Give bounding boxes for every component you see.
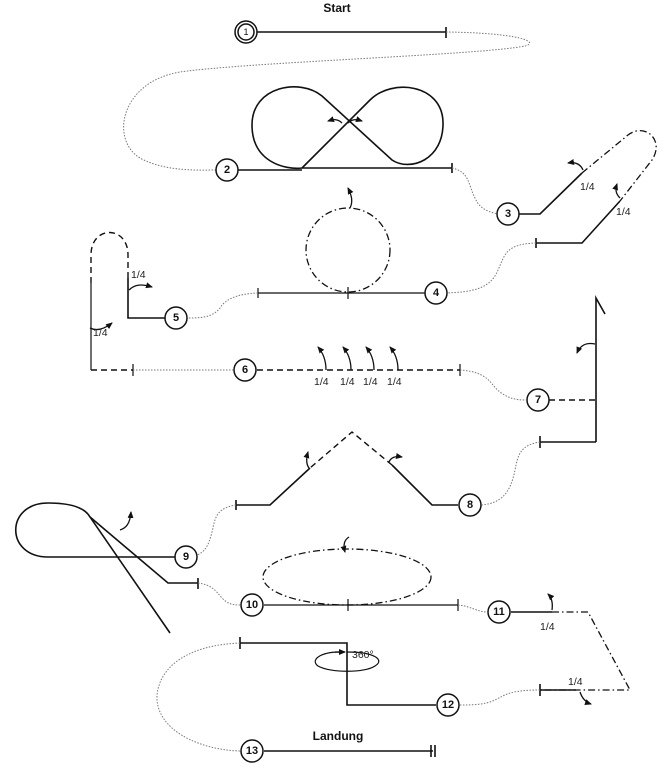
roll-label: 1/4	[340, 376, 355, 388]
figure-number-5: 5	[164, 306, 188, 330]
svg-text:5: 5	[173, 312, 179, 324]
svg-text:11: 11	[493, 606, 505, 618]
svg-text:9: 9	[183, 551, 189, 563]
start-label: Start	[323, 1, 350, 15]
figure-7	[481, 294, 606, 506]
roll-label: 1/4	[314, 376, 329, 388]
figure-13	[264, 745, 436, 757]
figure-1	[123, 27, 531, 171]
figure-number-6: 6	[233, 358, 257, 382]
figure-number-2: 2	[215, 158, 239, 182]
figure-number-10: 10	[240, 593, 264, 617]
figure-number-13: 13	[240, 739, 264, 763]
svg-text:10: 10	[246, 599, 258, 611]
svg-text:8: 8	[467, 499, 473, 511]
roll-label: 1/4	[568, 676, 583, 688]
figure-number-4: 4	[424, 281, 448, 305]
svg-text:13: 13	[246, 745, 258, 757]
roll-label: 1/4	[540, 621, 555, 633]
figure-6: 1/4 1/4 1/4 1/4	[91, 346, 527, 401]
figure-5: 1/4 1/4	[89, 231, 165, 370]
figure-number-9: 9	[174, 545, 198, 569]
figure-number-7: 7	[526, 388, 550, 412]
figure-12: 360°	[156, 637, 436, 752]
figure-number-3: 3	[496, 202, 520, 226]
figure-number-8: 8	[458, 493, 482, 517]
figure-3: 1/4 1/4	[445, 129, 657, 294]
figure-8	[196, 431, 458, 556]
svg-text:3: 3	[505, 208, 511, 220]
svg-text:1: 1	[243, 27, 248, 37]
figure-11: 1/4 1/4	[459, 593, 632, 706]
roll-label: 1/4	[580, 181, 595, 193]
svg-text:7: 7	[535, 394, 541, 406]
svg-text:6: 6	[242, 364, 248, 376]
svg-text:2: 2	[224, 164, 230, 176]
svg-text:4: 4	[433, 287, 440, 299]
svg-text:12: 12	[442, 699, 454, 711]
rotation-label: 360°	[352, 649, 374, 661]
figure-4	[185, 187, 425, 319]
figure-number-1: 1	[234, 20, 258, 44]
roll-label: 1/4	[131, 269, 146, 281]
roll-label: 1/4	[616, 206, 631, 218]
figure-2	[237, 86, 499, 215]
figure-number-12: 12	[436, 693, 460, 717]
roll-label: 1/4	[387, 376, 402, 388]
landing-label: Landung	[313, 729, 364, 743]
roll-label: 1/4	[363, 376, 378, 388]
figure-9	[14, 502, 241, 634]
figure-number-11: 11	[487, 600, 511, 624]
roll-label: 1/4	[93, 327, 108, 339]
figure-10	[262, 536, 488, 613]
